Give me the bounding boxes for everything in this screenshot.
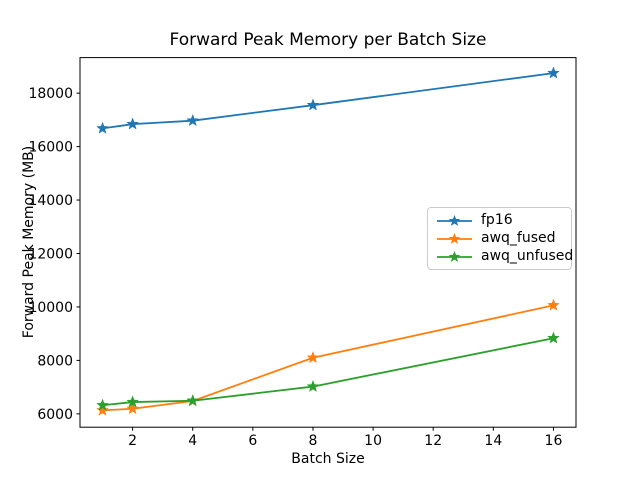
legend-item-fp16: fp16 <box>436 213 563 228</box>
data-point-star-marker <box>96 121 109 134</box>
data-point-star-marker <box>306 351 320 364</box>
legend-item-awq-unfused: awq_unfused <box>436 249 573 264</box>
y-tick-label: 14000 <box>28 193 73 209</box>
line-star-swatch-icon <box>437 214 472 226</box>
data-point-star-marker <box>126 117 139 130</box>
data-point-star-marker <box>186 113 200 127</box>
legend-label: awq_unfused <box>481 248 574 264</box>
x-tick-label: 12 <box>424 433 442 449</box>
data-point-star-marker <box>126 402 139 415</box>
data-point-star-marker <box>96 398 109 411</box>
legend-item-awq-fused: awq_fused <box>436 231 563 246</box>
series-line <box>102 337 554 407</box>
line-star-swatch-icon <box>437 232 472 244</box>
x-tick-label: 2 <box>128 433 137 449</box>
data-point-star-marker <box>306 98 320 111</box>
y-axis-label: Forward Peak Memory (MB) <box>21 145 37 339</box>
legend-star-marker <box>448 250 461 262</box>
legend-star-marker <box>448 214 461 226</box>
legend-star-marker <box>448 232 461 244</box>
x-axis-label: Batch Size <box>291 451 365 467</box>
x-tick-label: 10 <box>364 433 382 449</box>
legend-label: awq_fused <box>481 230 556 246</box>
data-point-star-marker <box>547 298 560 311</box>
axes-box <box>79 57 577 428</box>
data-point-star-marker <box>126 395 139 408</box>
x-tick-label: 14 <box>484 433 502 449</box>
data-point-star-marker <box>547 331 560 344</box>
x-axis-ticks: 2 4 6 8 10 12 14 16 <box>128 427 562 449</box>
series-awq_fused <box>96 298 560 416</box>
data-point-star-marker <box>186 394 200 407</box>
chart-title: Forward Peak Memory per Batch Size <box>169 30 487 50</box>
y-tick-label: 8000 <box>37 353 73 369</box>
x-tick-label: 4 <box>188 433 197 449</box>
x-tick-label: 16 <box>545 433 563 449</box>
series-fp16 <box>96 66 560 134</box>
x-tick-label: 8 <box>309 433 318 449</box>
y-tick-label: 12000 <box>28 246 73 262</box>
y-tick-label: 16000 <box>28 140 73 156</box>
legend-label: fp16 <box>481 212 513 228</box>
data-point-star-marker <box>306 379 320 393</box>
y-axis-ticks: 6000 8000 10000 12000 14000 16000 18000 <box>28 86 80 423</box>
y-tick-label: 6000 <box>37 407 73 423</box>
series-line <box>102 304 554 412</box>
series-awq_unfused <box>96 331 560 411</box>
legend: fp16 awq_fused awq_unfused <box>427 207 573 270</box>
line-star-swatch-icon <box>437 250 472 262</box>
y-tick-label: 10000 <box>28 300 73 316</box>
y-tick-label: 18000 <box>28 86 73 102</box>
data-point-star-marker <box>547 66 560 79</box>
data-point-star-marker <box>96 403 109 416</box>
x-tick-label: 6 <box>248 433 257 449</box>
series-line <box>102 72 554 130</box>
